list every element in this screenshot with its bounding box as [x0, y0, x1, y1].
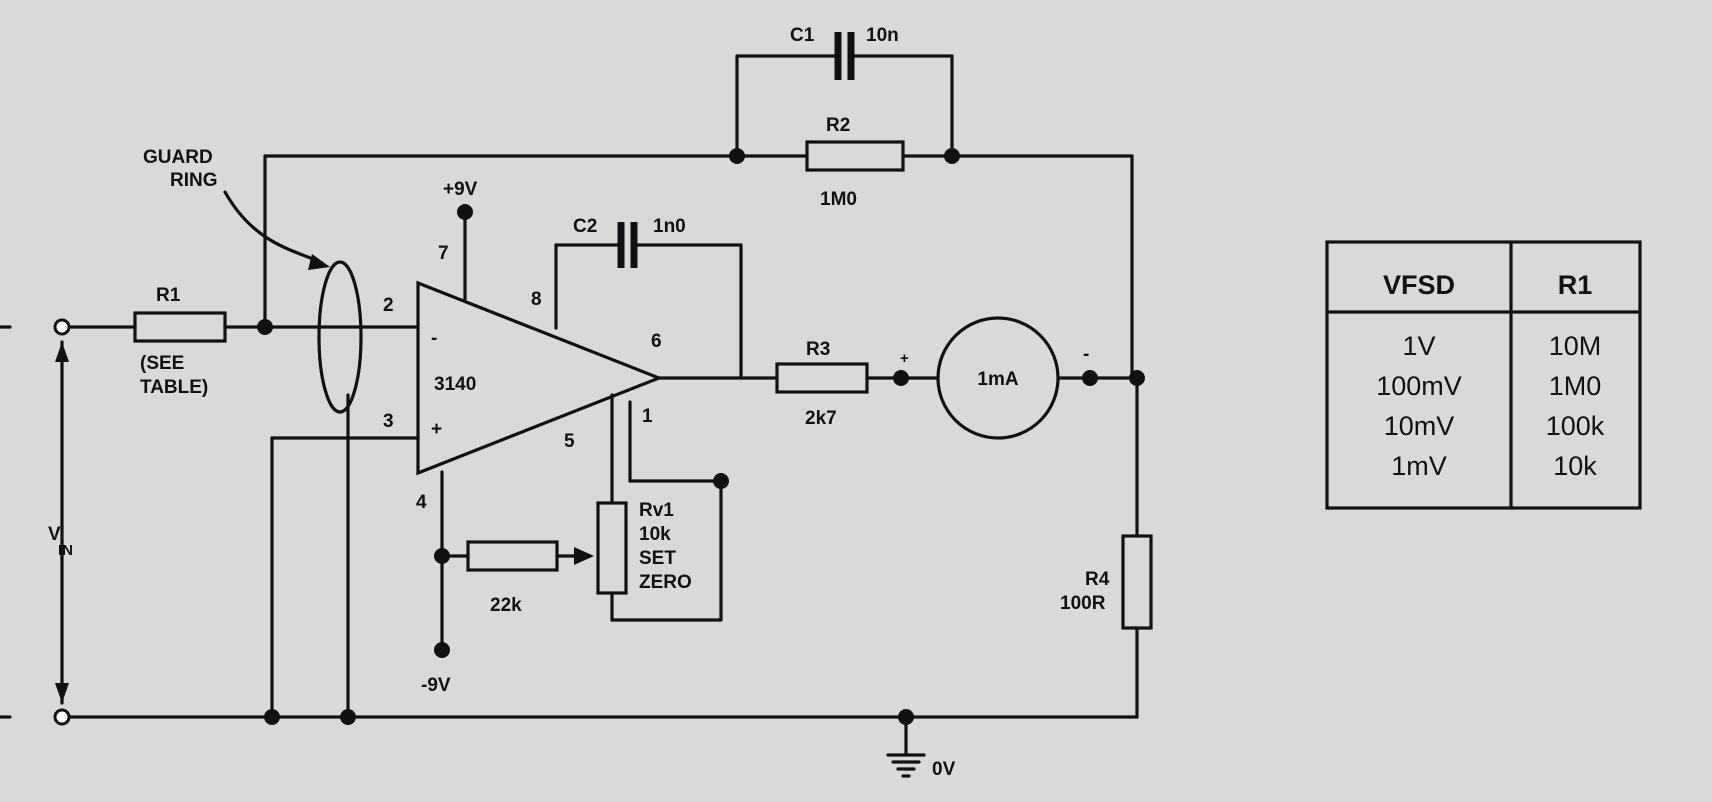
guard-ring-pointer-arrow [223, 190, 324, 265]
table-cell-r1: 10k [1553, 451, 1597, 481]
vin-arrows [55, 342, 69, 703]
offset-resistor-value: 22k [490, 595, 522, 616]
positive-rail-label: +9V [443, 179, 478, 200]
r3-label: R3 [806, 339, 830, 360]
resistor-r4 [1121, 534, 1153, 630]
opamp-label: 3140 [434, 374, 476, 395]
resistor-22k [466, 540, 559, 572]
table-cell-r1: 1M0 [1549, 371, 1602, 401]
guard-ring-label-line2: RING [170, 170, 218, 191]
r4-value: 100R [1060, 593, 1106, 614]
rv1-wiper-arrow [574, 547, 594, 565]
r1-note-line2: TABLE) [140, 377, 208, 398]
vfsd-r1-table: VFSD R1 1V 10M 100mV 1M0 10mV 100k 1mV 1… [1325, 240, 1642, 510]
meter-plus-sign: + [900, 350, 909, 367]
table-cell-vfsd: 1mV [1391, 451, 1447, 481]
resistor-r1 [133, 311, 227, 343]
pin-8-label: 8 [531, 289, 542, 310]
pin-7-label: 7 [438, 243, 449, 264]
rv1-label-line4: ZERO [639, 572, 692, 593]
resistor-r3 [775, 362, 869, 394]
junction-dots [257, 148, 1145, 725]
r2-value: 1M0 [820, 189, 857, 210]
rv1-label-line2: 10k [639, 524, 671, 545]
capacitor-c1 [834, 32, 855, 80]
opamp-triangle [416, 280, 664, 476]
rv1-label-line3: SET [639, 548, 676, 569]
r1-note-line1: (SEE [140, 353, 184, 374]
vin-terminal-bottom [53, 708, 71, 726]
pin-4-label: 4 [416, 492, 427, 513]
ground-label: 0V [932, 759, 956, 780]
pin-5-label: 5 [564, 431, 575, 452]
pin-3-label: 3 [383, 411, 394, 432]
table-header-r1: R1 [1558, 270, 1593, 300]
opamp-noninverting-sign: + [431, 419, 442, 440]
c1-label: C1 [790, 25, 815, 46]
pin-6-label: 6 [651, 331, 662, 352]
meter-minus-sign: - [1083, 344, 1089, 365]
pin-2-label: 2 [383, 295, 394, 316]
r3-value: 2k7 [805, 408, 837, 429]
potentiometer-rv1 [596, 501, 628, 595]
negative-rail-label: -9V [421, 675, 451, 696]
table-cell-vfsd: 1V [1402, 331, 1435, 361]
resistor-r2 [805, 140, 905, 172]
opamp-inverting-sign: - [431, 328, 437, 349]
r4-label: R4 [1085, 569, 1110, 590]
table-cell-vfsd: 100mV [1376, 371, 1462, 401]
table-header-vfsd: VFSD [1383, 270, 1455, 300]
vin-label: V [48, 524, 61, 545]
guard-ring-label-line1: GUARD [143, 147, 213, 168]
vin-terminal-top [53, 318, 71, 336]
c1-value: 10n [866, 25, 899, 46]
r2-label: R2 [826, 115, 850, 136]
c2-value: 1n0 [653, 216, 686, 237]
c2-label: C2 [573, 216, 597, 237]
pin-1-label: 1 [642, 406, 653, 427]
capacitor-c2 [617, 222, 638, 268]
ground-symbol [886, 753, 926, 778]
guard-ring-arrowhead [308, 254, 330, 270]
table-cell-r1: 10M [1549, 331, 1602, 361]
table-cell-r1: 100k [1546, 411, 1605, 441]
vin-subscript: IN [58, 542, 73, 559]
rv1-label-line1: Rv1 [639, 500, 674, 521]
r1-label: R1 [156, 285, 181, 306]
table-cell-vfsd: 10mV [1384, 411, 1455, 441]
guard-ring [317, 260, 363, 414]
ammeter-1ma [936, 316, 1060, 440]
meter-label: 1mA [977, 369, 1018, 390]
